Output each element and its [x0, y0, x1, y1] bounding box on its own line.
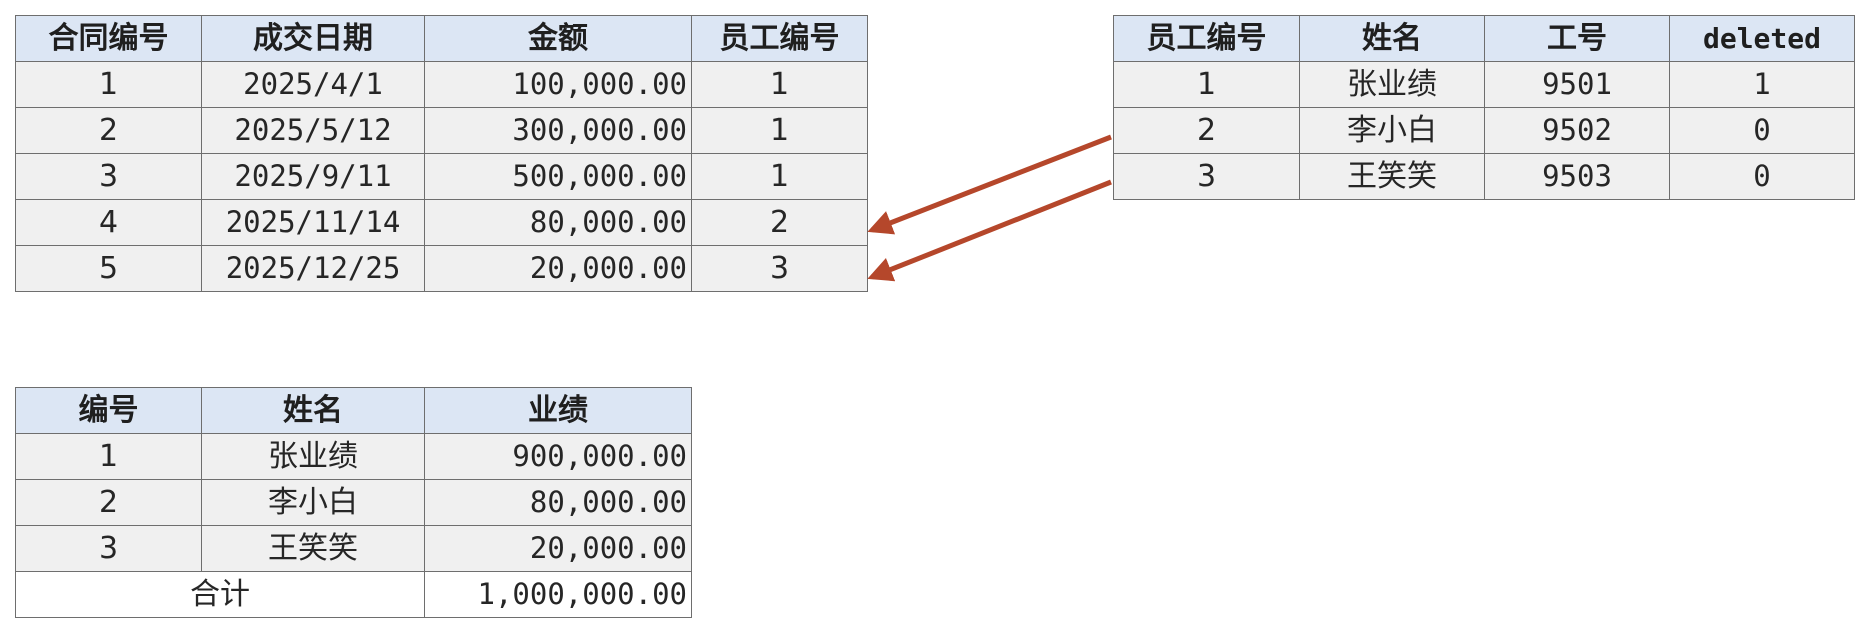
- employees-table: 员工编号 姓名 工号 deleted 1 张业绩 9501 1 2 李小白 95…: [1113, 15, 1855, 200]
- cell-amount: 500,000.00: [424, 153, 692, 200]
- cell-deleted: 0: [1669, 107, 1855, 154]
- table-row: 1 2025/4/1 100,000.00 1: [15, 61, 868, 108]
- cell-staff-number: 9503: [1484, 153, 1670, 200]
- arrow-employee-3-to-contract-5: [867, 179, 1112, 282]
- cell-employee-id: 3: [1113, 153, 1300, 200]
- cell-name: 王笑笑: [1299, 153, 1485, 200]
- cell-employee-id: 1: [691, 61, 868, 108]
- cell-performance: 900,000.00: [424, 433, 692, 480]
- cell-name: 李小白: [1299, 107, 1485, 154]
- column-header-performance: 业绩: [424, 387, 692, 434]
- cell-contract-id: 5: [15, 245, 202, 292]
- table-row: 2 李小白 9502 0: [1113, 107, 1855, 154]
- cell-employee-id: 1: [691, 107, 868, 154]
- column-header-staff-number: 工号: [1484, 15, 1670, 62]
- table-row: 2 李小白 80,000.00: [15, 479, 692, 526]
- cell-staff-number: 9501: [1484, 61, 1670, 108]
- cell-name: 张业绩: [1299, 61, 1485, 108]
- table-row: 3 王笑笑 20,000.00: [15, 525, 692, 572]
- column-header-id: 编号: [15, 387, 202, 434]
- table-header-row: 合同编号 成交日期 金额 员工编号: [15, 15, 868, 62]
- column-header-name: 姓名: [201, 387, 425, 434]
- cell-amount: 80,000.00: [424, 199, 692, 246]
- cell-deleted: 0: [1669, 153, 1855, 200]
- arrow-employee-2-to-contract-4: [867, 134, 1112, 235]
- column-header-deal-date: 成交日期: [201, 15, 425, 62]
- total-value: 1,000,000.00: [424, 571, 692, 618]
- cell-deleted: 1: [1669, 61, 1855, 108]
- cell-contract-id: 4: [15, 199, 202, 246]
- column-header-employee-id: 员工编号: [691, 15, 868, 62]
- cell-deal-date: 2025/12/25: [201, 245, 425, 292]
- cell-id: 1: [15, 433, 202, 480]
- contracts-table: 合同编号 成交日期 金额 员工编号 1 2025/4/1 100,000.00 …: [15, 15, 868, 292]
- cell-amount: 100,000.00: [424, 61, 692, 108]
- column-header-employee-id: 员工编号: [1113, 15, 1300, 62]
- column-header-contract-id: 合同编号: [15, 15, 202, 62]
- cell-name: 李小白: [201, 479, 425, 526]
- cell-id: 3: [15, 525, 202, 572]
- table-row: 1 张业绩 900,000.00: [15, 433, 692, 480]
- cell-deal-date: 2025/5/12: [201, 107, 425, 154]
- cell-id: 2: [15, 479, 202, 526]
- table-header-row: 员工编号 姓名 工号 deleted: [1113, 15, 1855, 62]
- cell-deal-date: 2025/11/14: [201, 199, 425, 246]
- table-row: 3 王笑笑 9503 0: [1113, 153, 1855, 200]
- cell-employee-id: 3: [691, 245, 868, 292]
- column-header-name: 姓名: [1299, 15, 1485, 62]
- cell-performance: 80,000.00: [424, 479, 692, 526]
- cell-deal-date: 2025/4/1: [201, 61, 425, 108]
- cell-contract-id: 1: [15, 61, 202, 108]
- cell-name: 王笑笑: [201, 525, 425, 572]
- cell-performance: 20,000.00: [424, 525, 692, 572]
- table-header-row: 编号 姓名 业绩: [15, 387, 692, 434]
- table-row: 5 2025/12/25 20,000.00 3: [15, 245, 868, 292]
- cell-name: 张业绩: [201, 433, 425, 480]
- table-row: 4 2025/11/14 80,000.00 2: [15, 199, 868, 246]
- column-header-deleted: deleted: [1669, 15, 1855, 62]
- summary-table: 编号 姓名 业绩 1 张业绩 900,000.00 2 李小白 80,000.0…: [15, 387, 692, 618]
- cell-employee-id: 1: [691, 153, 868, 200]
- cell-amount: 20,000.00: [424, 245, 692, 292]
- table-row: 3 2025/9/11 500,000.00 1: [15, 153, 868, 200]
- total-label: 合计: [15, 571, 425, 618]
- total-row: 合计 1,000,000.00: [15, 571, 692, 618]
